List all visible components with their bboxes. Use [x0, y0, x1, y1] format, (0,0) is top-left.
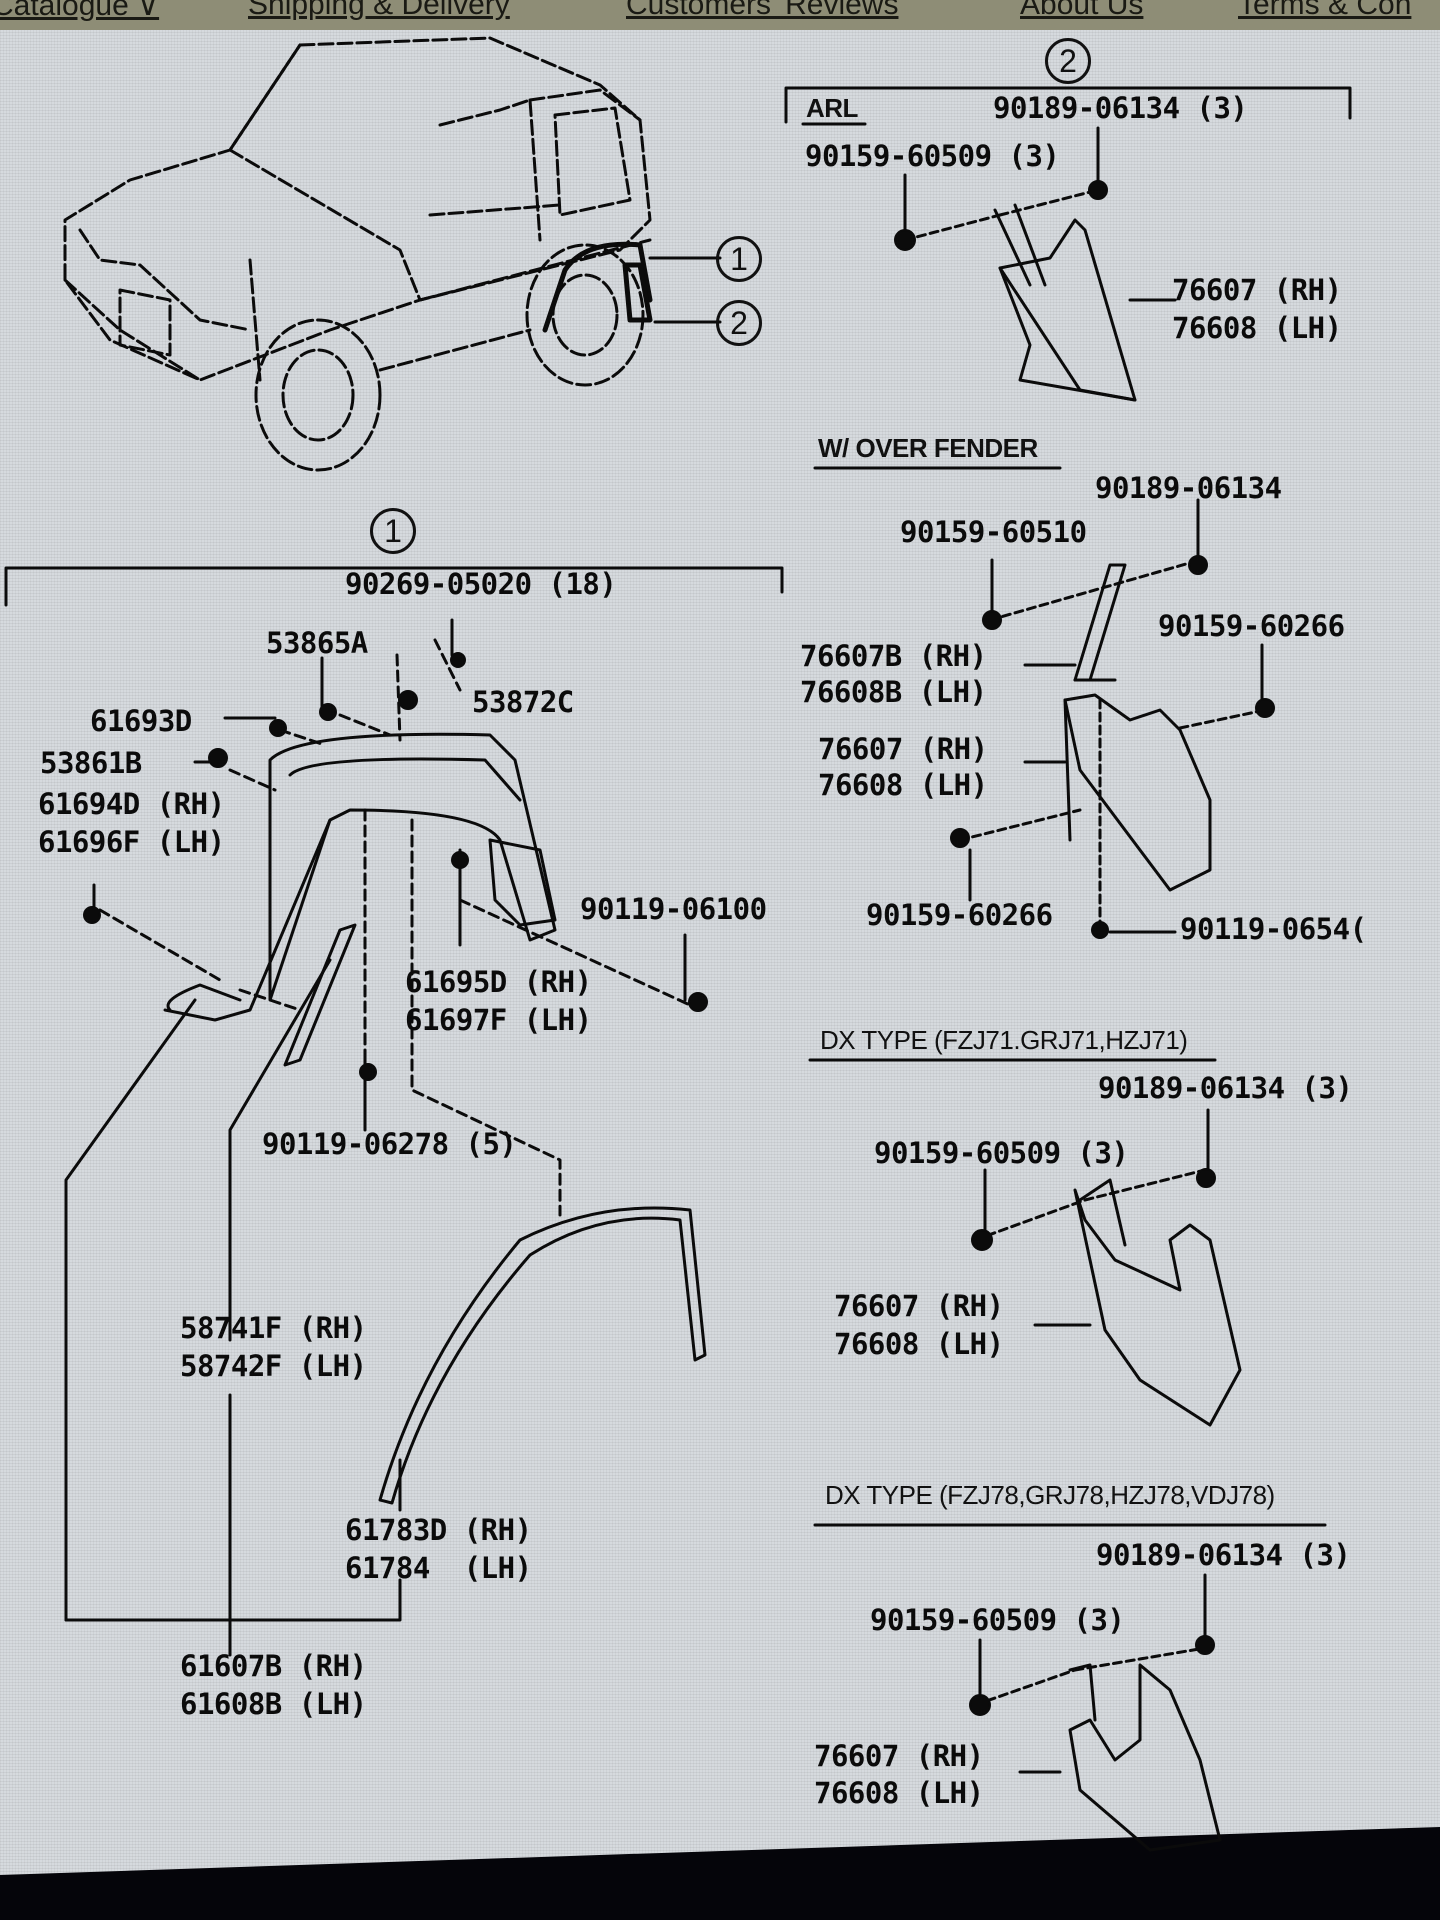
arl-mudguard-drawing	[993, 203, 1137, 402]
part-label[interactable]: 58742F (LH)	[180, 1349, 367, 1383]
part-label[interactable]: 90159-60266	[1158, 609, 1345, 643]
part-label[interactable]: 90189-06134 (3)	[1096, 1538, 1351, 1572]
part-label[interactable]: 61693D	[90, 704, 192, 738]
over-fender-heading: W/ OVER FENDER	[818, 433, 1038, 463]
part-label[interactable]: 76607 (RH)	[814, 1739, 984, 1773]
part-label[interactable]: 90119-0654(	[1180, 912, 1367, 946]
part-label[interactable]: 76608 (LH)	[834, 1327, 1004, 1361]
part-label[interactable]: 90159-60509 (3)	[870, 1603, 1125, 1637]
section-1-dashed-leaders	[98, 638, 692, 1217]
part-label[interactable]: 61695D (RH)	[405, 965, 592, 999]
part-label[interactable]: 76607B (RH)	[800, 639, 987, 673]
dx78-mudguard-drawing	[1068, 1663, 1222, 1852]
section-2-marker: 2	[1045, 38, 1091, 84]
part-label[interactable]: 76608B (LH)	[800, 675, 987, 709]
nav-reviews-link[interactable]: Customers' Reviews	[626, 0, 899, 21]
part-label[interactable]: 53865A	[266, 626, 368, 660]
over-fender-mudguard-drawing	[1063, 563, 1212, 892]
part-label[interactable]: 61697F (LH)	[405, 1003, 592, 1037]
section-2-bracket	[784, 86, 1352, 124]
fender-flare-drawing	[163, 732, 557, 1067]
vehicle-overview-drawing	[63, 36, 652, 472]
part-label[interactable]: 90159-60266	[866, 898, 1053, 932]
dx71-mudguard-drawing	[1073, 1178, 1242, 1427]
part-label[interactable]: 90189-06134 (3)	[993, 91, 1248, 125]
part-label[interactable]: 61696F (LH)	[38, 825, 225, 859]
part-label[interactable]: 61608B (LH)	[180, 1687, 367, 1721]
part-label[interactable]: 53872C	[472, 685, 574, 719]
section-1-fasteners	[83, 652, 708, 1081]
fender-highlight	[542, 241, 653, 333]
part-label[interactable]: 90159-60509 (3)	[805, 139, 1060, 173]
section-1-leaders	[64, 618, 687, 1657]
part-label[interactable]: 61784 (LH)	[345, 1551, 532, 1585]
part-label[interactable]: 90189-06134 (3)	[1098, 1071, 1353, 1105]
part-label[interactable]: 76607 (RH)	[1172, 273, 1342, 307]
part-label[interactable]: 90159-60509 (3)	[874, 1136, 1129, 1170]
part-label[interactable]: 90269-05020 (18)	[345, 567, 617, 601]
part-label[interactable]: 90159-60510	[900, 515, 1087, 549]
dx71-heading: DX TYPE (FZJ71.GRJ71,HZJ71)	[820, 1025, 1188, 1055]
overview-callout-2[interactable]: 2	[716, 300, 762, 346]
part-label[interactable]: 76608 (LH)	[1172, 311, 1342, 345]
arl-heading: ARL	[806, 93, 858, 123]
part-label[interactable]: 90119-06278 (5)	[262, 1127, 517, 1161]
part-label[interactable]: 76607 (RH)	[834, 1289, 1004, 1323]
part-label[interactable]: 58741F (RH)	[180, 1311, 367, 1345]
section-1-bracket	[4, 566, 784, 607]
part-label[interactable]: 76607 (RH)	[818, 732, 988, 766]
nav-terms-link[interactable]: Terms & Con	[1238, 0, 1412, 21]
part-label[interactable]: 61694D (RH)	[38, 787, 225, 821]
part-label[interactable]: 61607B (RH)	[180, 1649, 367, 1683]
overview-callout-1[interactable]: 1	[716, 236, 762, 282]
part-label[interactable]: 90119-06100	[580, 892, 767, 926]
site-navbar: Catalogue ∨ Shipping & Delivery Customer…	[0, 0, 1440, 30]
section-1-marker: 1	[370, 508, 416, 554]
weatherstrip-drawing	[378, 1206, 707, 1505]
part-label[interactable]: 90189-06134	[1095, 471, 1282, 505]
part-label[interactable]: 76608 (LH)	[818, 768, 988, 802]
nav-catalogue-link[interactable]: Catalogue ∨	[0, 0, 160, 22]
part-label[interactable]: 61783D (RH)	[345, 1513, 532, 1547]
nav-shipping-link[interactable]: Shipping & Delivery	[248, 0, 510, 21]
part-label[interactable]: 76608 (LH)	[814, 1776, 984, 1810]
nav-about-link[interactable]: About Us	[1020, 0, 1144, 21]
parts-diagram-screen	[0, 30, 1440, 1875]
part-label[interactable]: 53861B	[40, 746, 142, 780]
dx78-heading: DX TYPE (FZJ78,GRJ78,HZJ78,VDJ78)	[825, 1480, 1275, 1510]
